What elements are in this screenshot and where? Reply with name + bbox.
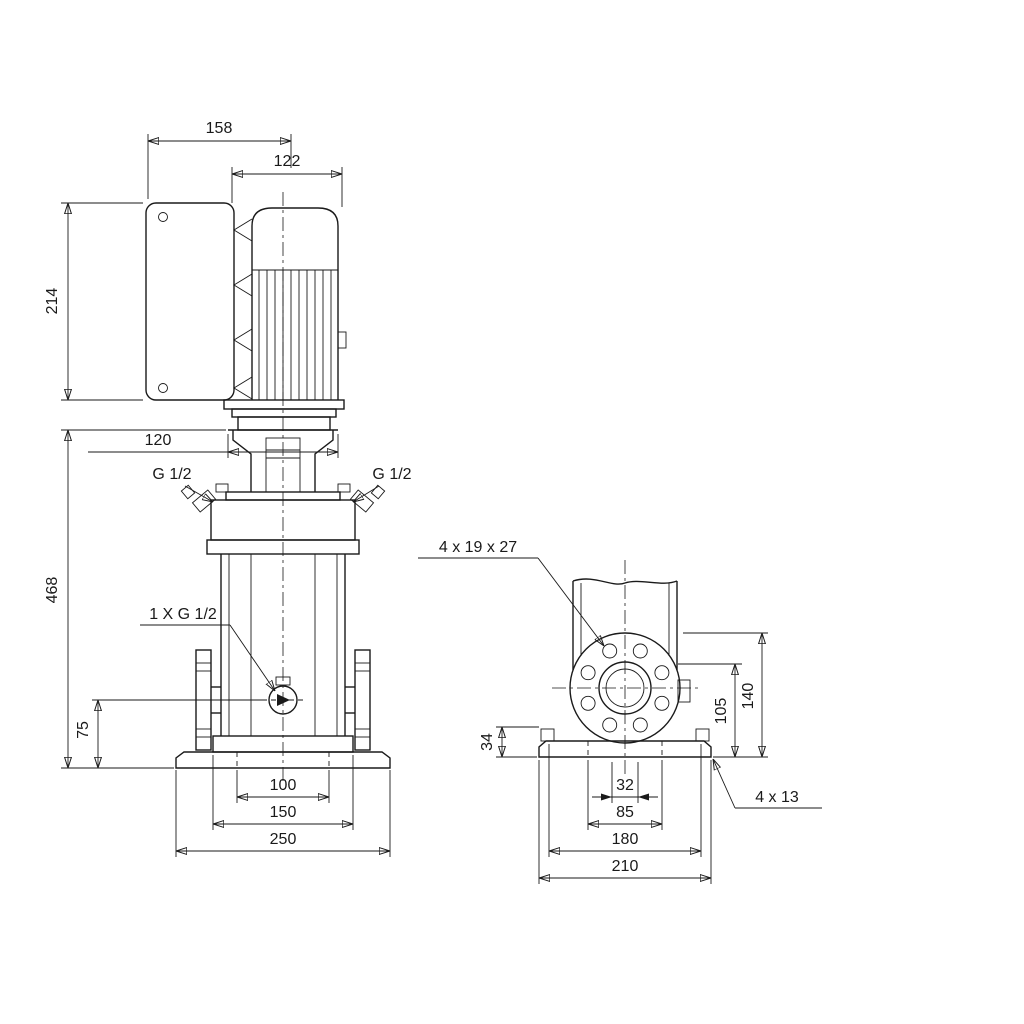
dim-85-label: 85 [616,804,634,821]
motor-fins [258,270,332,400]
dim-100-label: 100 [270,777,297,794]
dim-34-label: 34 [479,733,496,751]
drain-port [262,676,304,715]
dim-32-label: 32 [616,777,634,794]
bolt-holes [580,643,670,733]
base-front [175,751,391,769]
screw-icon [158,383,168,393]
flange-holes-label: 4 x 19 x 27 [439,539,517,556]
flange-face [569,632,691,744]
port-right-label: G 1/2 [372,466,411,483]
dim-75-label: 75 [75,721,92,739]
dim-120-label: 120 [145,432,172,449]
dim-210-label: 210 [612,858,639,875]
flange-right [345,649,371,751]
port-plug-left [180,484,196,500]
dim-150-label: 150 [270,804,297,821]
side-dimensions: 34 105 140 32 85 180 210 [479,632,768,884]
flange-tab [677,679,691,703]
dim-468-label: 468 [44,577,61,604]
dim-214-label: 214 [44,288,61,315]
dim-122-label: 122 [274,153,301,170]
column-broken-view [572,578,678,670]
motor [223,207,347,431]
front-view [145,192,391,782]
base-holes-label: 4 x 13 [755,789,799,806]
port-left-label: G 1/2 [152,466,191,483]
dim-250-label: 250 [270,831,297,848]
control-box [145,202,235,401]
side-labels: 4 x 19 x 27 4 x 13 [418,539,822,809]
front-labels: G 1/2 G 1/2 1 X G 1/2 [140,466,412,691]
screw-icon [158,212,168,222]
dim-140-label: 140 [740,683,757,710]
clip-icons [233,218,253,400]
dim-180-label: 180 [612,831,639,848]
side-view [538,560,712,775]
dim-105-label: 105 [713,698,730,725]
drain-label: 1 X G 1/2 [149,606,217,623]
front-dimensions: 158 122 214 120 468 75 100 [44,120,391,857]
port-plug-right [370,484,386,500]
motor-tab [337,331,347,349]
dim-158-label: 158 [206,120,233,137]
base-side [538,728,712,758]
